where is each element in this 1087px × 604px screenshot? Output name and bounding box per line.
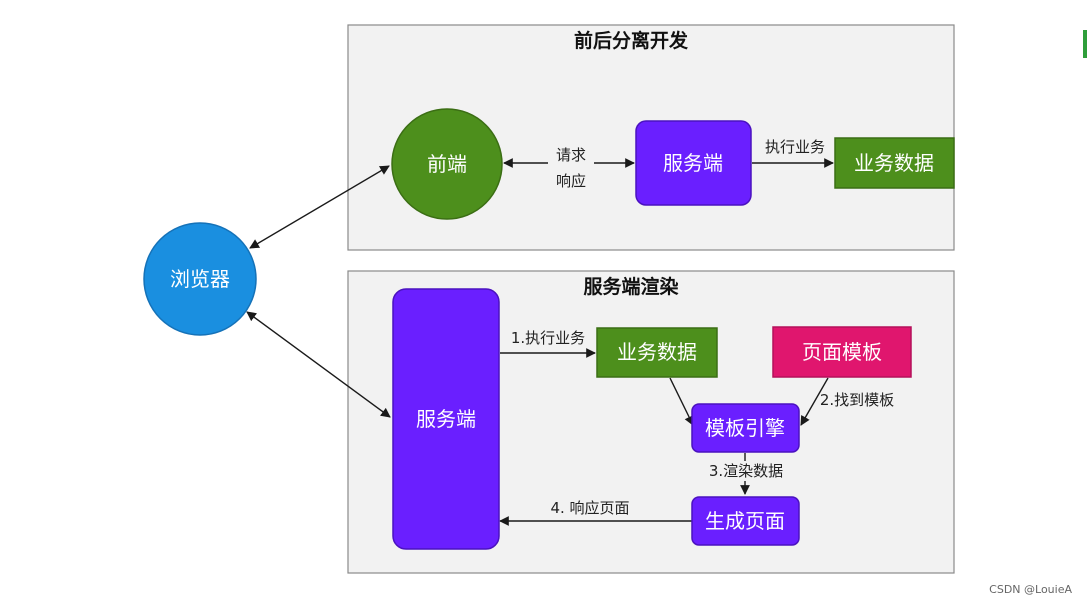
node-browser [143, 222, 257, 336]
node-page-template-label: 页面模板 [802, 340, 882, 364]
node-data-bottom-label: 业务数据 [617, 340, 697, 364]
node-server-bottom [392, 288, 500, 550]
edge-data-engine [669, 377, 694, 426]
node-frontend [391, 108, 503, 220]
edge-label-step2: 2.找到模板 [820, 391, 894, 409]
node-browser-label: 浏览器 [170, 267, 230, 291]
node-data-bottom [596, 327, 718, 378]
watermark: CSDN @LouieA [989, 583, 1072, 596]
panel-title-decoupled: 前后分离开发 [574, 29, 689, 52]
node-data-top-label: 业务数据 [854, 151, 934, 175]
edge-label-step3: 3.渲染数据 [709, 462, 783, 480]
panel-title-ssr: 服务端渲染 [583, 275, 678, 298]
node-page-template [772, 326, 912, 378]
edge-label-bg [703, 461, 787, 481]
edge-step2 [800, 377, 829, 426]
node-server-top [635, 120, 752, 206]
edge-label-step4: 4. 响应页面 [550, 499, 629, 517]
edge-browser-frontend [249, 165, 390, 249]
node-template-engine [691, 403, 800, 453]
node-data-top [834, 137, 955, 189]
edge-label-request: 请求 [556, 146, 586, 164]
edge-label-step1: 1.执行业务 [511, 329, 585, 347]
node-generate-page-label: 生成页面 [705, 509, 785, 533]
edge-accent [1083, 30, 1087, 58]
edge-browser-server [246, 311, 391, 418]
edge-label-bg [548, 140, 594, 190]
node-server-top-label: 服务端 [663, 151, 723, 175]
node-generate-page [691, 496, 800, 546]
edge-label-exec-business: 执行业务 [765, 138, 825, 156]
node-server-bottom-label: 服务端 [416, 407, 476, 431]
node-frontend-label: 前端 [427, 152, 467, 176]
edge-label-response: 响应 [556, 172, 586, 190]
node-template-engine-label: 模板引擎 [705, 416, 785, 440]
